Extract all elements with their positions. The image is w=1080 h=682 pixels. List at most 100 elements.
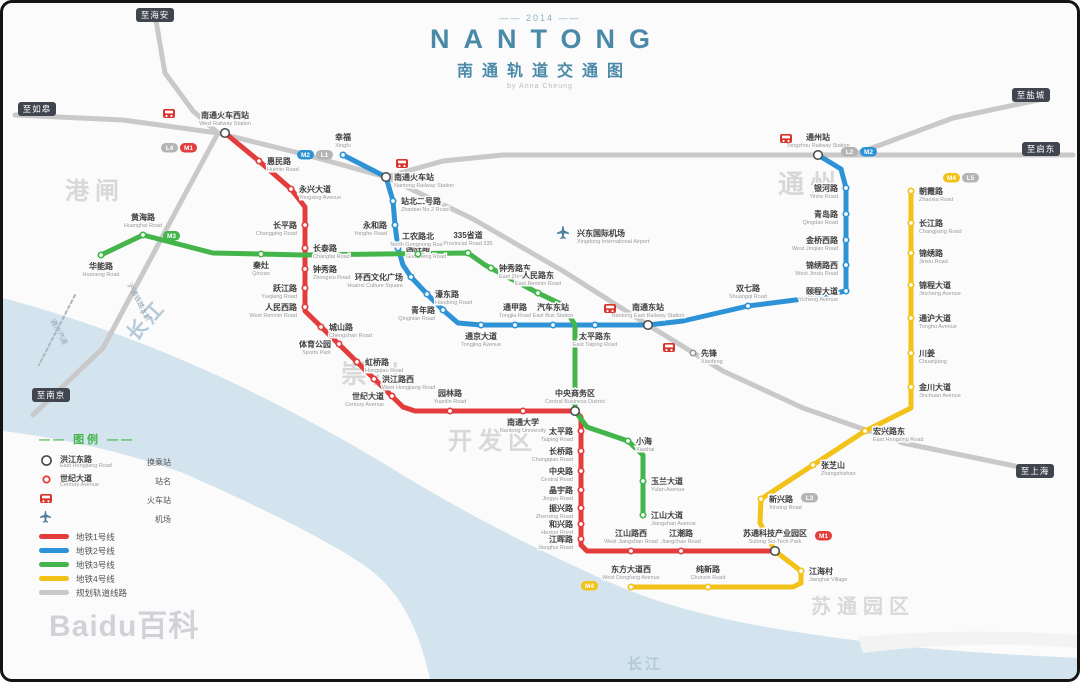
railway-line xyxy=(152,12,221,136)
station-label-zh: 川姜 xyxy=(918,348,935,358)
station-Nantong Railway Station xyxy=(380,171,392,183)
station-dot xyxy=(407,273,415,281)
station-label-en: Sports Park xyxy=(302,350,331,356)
station-label-zh: 园林路 xyxy=(438,388,463,398)
station-label-en: West Jinxiu Road xyxy=(795,271,838,277)
station-label-zh: 青岛路 xyxy=(814,209,839,219)
station-Zhaoxia Road xyxy=(907,187,915,195)
station-East Zhongxiu Road xyxy=(487,264,495,272)
direction-sign-label: 至如皋 xyxy=(23,104,52,114)
legend-line-swatch xyxy=(39,590,69,595)
station-dot xyxy=(677,547,685,555)
station-dot xyxy=(477,321,485,329)
station-dot xyxy=(842,184,850,192)
station-label-en: Guosheng Road xyxy=(406,254,446,260)
station-Changjiang Road xyxy=(907,219,915,227)
station-dot xyxy=(757,495,765,503)
line-bullet-label: L5 xyxy=(967,175,975,182)
station-Nantong East Railway Station xyxy=(642,319,654,331)
station-label-en: Changqiao Road xyxy=(532,457,573,463)
station-label-en: Changtai Road xyxy=(313,254,350,260)
station-label-en: Changjiang Road xyxy=(919,229,962,235)
legend-line-label: 地铁1号线 xyxy=(76,531,115,542)
station-North Gongnong Road xyxy=(414,250,422,258)
station-label-en: Xianfeng xyxy=(701,359,723,365)
direction-sign-label: 至海安 xyxy=(141,10,170,20)
transfer-icon xyxy=(39,453,54,473)
station-Huanghai Road xyxy=(139,231,147,239)
station-label-en: Huimin Road xyxy=(267,167,299,173)
railway-station-icon xyxy=(604,304,616,313)
station-label-en: West Hongjiang Road xyxy=(382,385,435,391)
station-label-zh: 江潮路 xyxy=(669,528,694,538)
station-Jianghui Road xyxy=(577,535,585,543)
railway-line xyxy=(850,96,1046,158)
station-Sports Park xyxy=(335,340,343,348)
direction-sign xyxy=(136,8,174,22)
airport-label-zh: 兴东国际机场 xyxy=(577,228,625,238)
station-dot xyxy=(534,289,542,297)
station-Qingdao Road xyxy=(842,210,850,218)
district-label: 苏通园区 xyxy=(811,595,915,618)
station-dot xyxy=(439,306,447,314)
station-Tongjia Road xyxy=(511,321,519,329)
station-label-zh: 小海 xyxy=(635,436,652,446)
station-dot xyxy=(287,185,295,193)
legend-line-swatch xyxy=(39,534,69,539)
railway-station-icon xyxy=(163,109,175,118)
station-dot xyxy=(423,290,431,298)
station-Changqiao Road xyxy=(577,447,585,455)
station-label-en: Jianghui Road xyxy=(538,545,573,551)
station-dot xyxy=(907,187,915,195)
station-label-en: Chuanjiang xyxy=(919,359,947,365)
station-label-zh: 和兴路 xyxy=(549,519,574,529)
line-bullet-label: M1 xyxy=(819,533,828,540)
station-label-en: Nantong University xyxy=(500,428,547,434)
station-label-en: Tongzhou Railway Station xyxy=(786,143,849,149)
direction-sign-label: 至盐城 xyxy=(1017,90,1046,100)
legend-line-item: 规划轨道线路 xyxy=(39,586,171,599)
station-dot xyxy=(907,249,915,257)
transfer-station-dot xyxy=(569,405,581,417)
line-bullet-label: L2 xyxy=(846,149,854,156)
station-label-en: Shuangqi Road xyxy=(729,294,767,300)
station-label-zh: 双七路 xyxy=(736,283,761,293)
station-label-en: Hexing Road xyxy=(541,530,573,536)
station-Xingfu xyxy=(339,151,347,159)
station-dot xyxy=(689,349,697,357)
station-West Railway Station xyxy=(219,127,231,139)
station-label-zh: 秦灶 xyxy=(252,260,269,270)
station-label-en: Yuejiang Road xyxy=(261,294,297,300)
station-label-en: Xinxing Road xyxy=(769,505,802,511)
station-dot xyxy=(907,383,915,391)
station-Yulan Avenue xyxy=(639,477,647,485)
station-label-en: Zhanbei No.2 Road xyxy=(401,207,449,213)
station-label-en: Xiaohai xyxy=(636,447,654,453)
station-label-zh: 长桥路 xyxy=(549,446,574,456)
station-dot xyxy=(577,504,585,512)
station-label-en: Nantong East Railway Station xyxy=(612,313,685,319)
station-East Taiping Road xyxy=(591,321,599,329)
station-label-en: Provincial Road 335 xyxy=(443,241,492,247)
station-West Jinqiao Road xyxy=(842,236,850,244)
station-dot xyxy=(446,407,454,415)
station-label-en: West Railway Station xyxy=(199,121,251,127)
station-label-en: Yicheng Avenue xyxy=(799,297,838,303)
station-Zhongxiu Road xyxy=(301,265,309,273)
station-dot xyxy=(257,250,265,258)
station-West Renmin Road xyxy=(301,303,309,311)
station-label-zh: 汽车东站 xyxy=(537,302,569,312)
station-dot xyxy=(907,349,915,357)
station-label-zh: 中央路 xyxy=(549,466,574,476)
station-label-en: East Renmin Road xyxy=(515,281,561,287)
station-Huimin Road xyxy=(255,157,263,165)
station-label-zh: 张芝山 xyxy=(821,460,845,470)
station-dot xyxy=(591,321,599,329)
airport-label-en: Xingdong International Airport xyxy=(577,239,650,245)
station-dot xyxy=(842,261,850,269)
station-label-zh: 纯新路 xyxy=(696,564,721,574)
line-bullet xyxy=(581,581,598,591)
